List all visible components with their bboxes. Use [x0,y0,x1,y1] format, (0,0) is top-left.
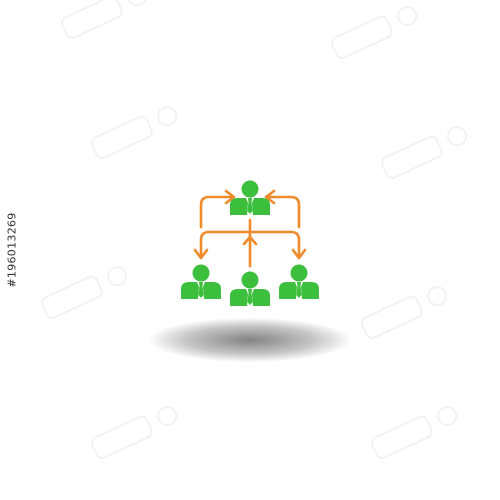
arrow-left-to-top [199,195,234,229]
arrow-head-left [224,189,236,205]
arrow-head-up [242,235,258,246]
drop-shadow [150,318,350,362]
arrow-head-right [264,189,276,205]
arrow-right-to-top [266,195,301,229]
person-icon-top [230,180,270,215]
arrows [193,189,307,268]
arrow-head-down-left [193,248,209,260]
person-icon-right [279,264,319,299]
person-icon-center [230,271,270,306]
person-icon-left [181,264,221,299]
arrow-head-down-right [291,248,307,260]
